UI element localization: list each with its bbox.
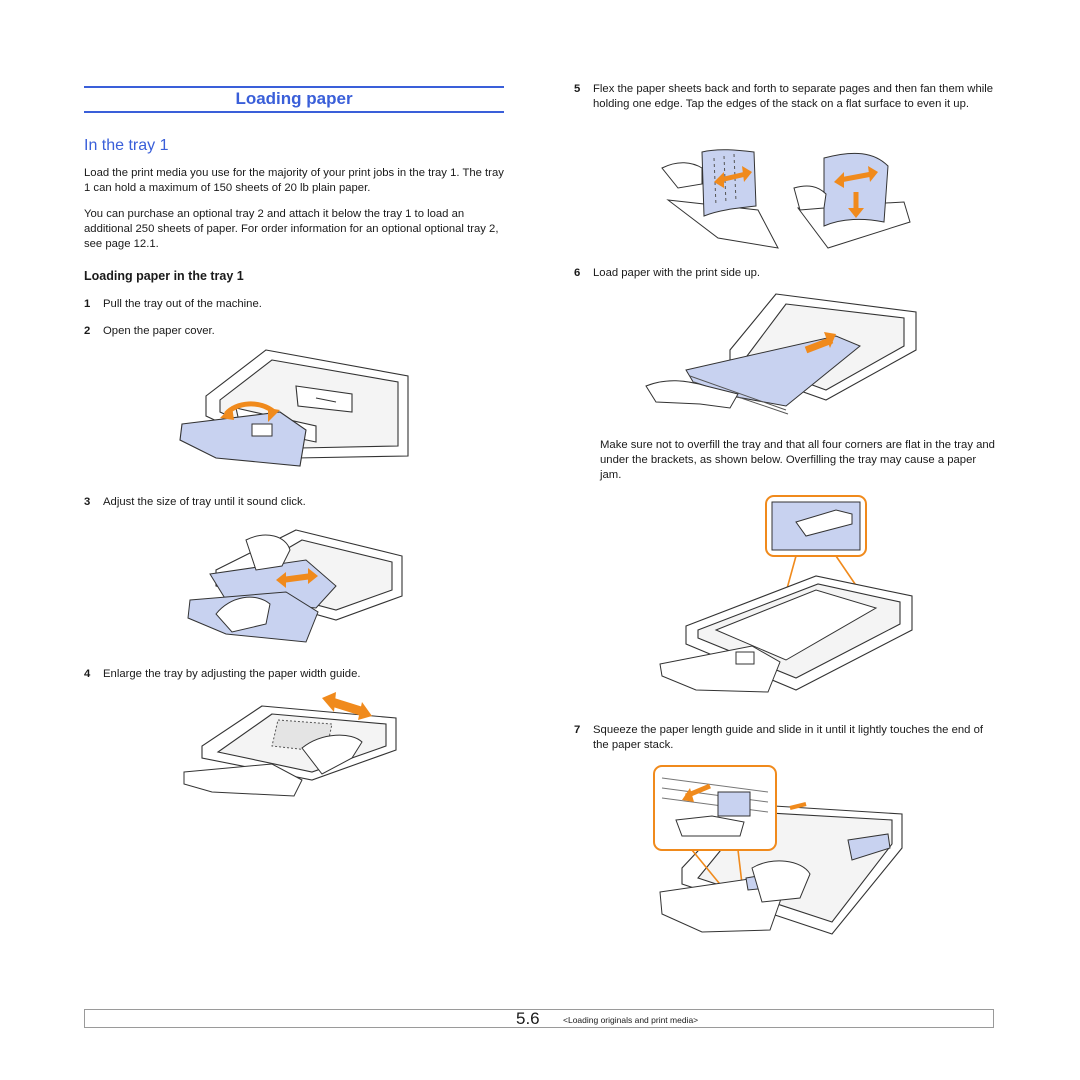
length-guide-illustration	[653, 765, 903, 935]
step-2: 2 Open the paper cover.	[84, 324, 504, 339]
section-title: In the tray 1	[84, 137, 169, 154]
tray-fill-check-illustration	[659, 495, 913, 693]
intro-paragraph-1: Load the print media you use for the maj…	[84, 167, 504, 194]
step-7: 7 Squeeze the paper length guide and sli…	[574, 723, 994, 753]
step-number: 4	[84, 668, 91, 680]
page-number: 5.6	[516, 1009, 540, 1028]
tray-open-cover-illustration	[179, 349, 409, 467]
step-text: Pull the tray out of the machine.	[103, 298, 262, 310]
step-number: 3	[84, 496, 91, 508]
load-paper-illustration	[645, 293, 917, 415]
tray-width-guide-illustration	[183, 692, 397, 797]
page-title: Loading paper	[235, 89, 353, 108]
step-number: 6	[574, 267, 581, 279]
tray-adjust-size-illustration	[187, 529, 403, 643]
step-text: Adjust the size of tray until it sound c…	[103, 496, 306, 508]
step-number: 7	[574, 724, 581, 736]
step-text: Load paper with the print side up.	[593, 267, 761, 279]
step-text: Squeeze the paper length guide and slide…	[593, 724, 984, 751]
step-text: Open the paper cover.	[103, 325, 215, 337]
step-5: 5 Flex the paper sheets back and forth t…	[574, 82, 994, 112]
overfill-note: Make sure not to overfill the tray and t…	[600, 439, 995, 481]
step-1: 1 Pull the tray out of the machine.	[84, 297, 504, 312]
fan-paper-illustration	[661, 149, 911, 249]
step-3: 3 Adjust the size of tray until it sound…	[84, 495, 504, 510]
step-4: 4 Enlarge the tray by adjusting the pape…	[84, 667, 504, 682]
title-rule-top	[84, 86, 504, 88]
chapter-label: <Loading originals and print media>	[563, 1015, 699, 1025]
step-number: 2	[84, 325, 91, 337]
intro-paragraph-2: You can purchase an optional tray 2 and …	[84, 208, 499, 250]
title-rule-bottom	[84, 111, 504, 113]
procedure-heading: Loading paper in the tray 1	[84, 269, 244, 283]
step-text: Flex the paper sheets back and forth to …	[593, 83, 994, 110]
step-6: 6 Load paper with the print side up.	[574, 266, 994, 281]
footer-bar	[84, 1009, 994, 1028]
step-number: 1	[84, 298, 91, 310]
step-text: Enlarge the tray by adjusting the paper …	[103, 668, 361, 680]
step-number: 5	[574, 83, 581, 95]
